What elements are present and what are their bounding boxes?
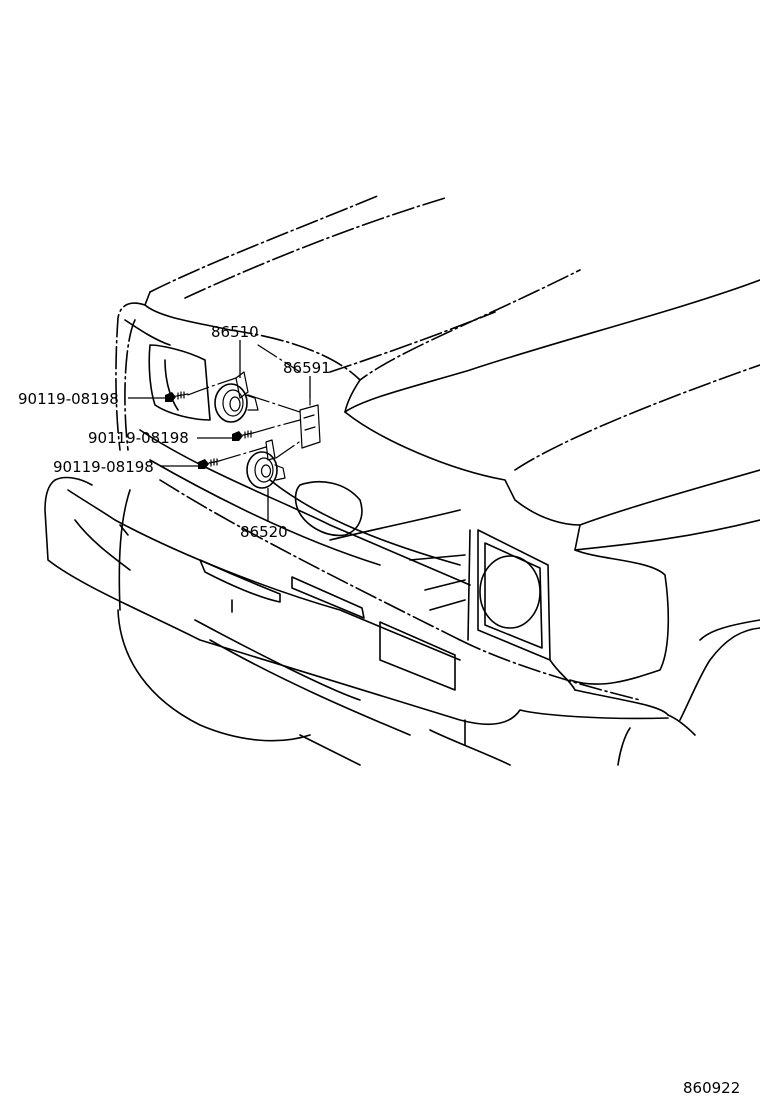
bolt-1-graphic: [165, 391, 189, 402]
horn-high: [214, 371, 259, 423]
label-90119-08198-middle: 90119-08198: [88, 429, 189, 447]
label-86510: 86510: [211, 323, 259, 341]
label-90119-08198-upper: 90119-08198: [18, 390, 119, 408]
part-labels: 86510 86591 90119-08198 90119-08198 9011…: [18, 323, 740, 1097]
label-86520: 86520: [240, 523, 288, 541]
bolt-3-graphic: [198, 458, 220, 469]
bolt-2-graphic: [232, 430, 254, 441]
leader-lines: [128, 340, 311, 522]
horn-low: [246, 439, 286, 489]
assembly-lines: [187, 344, 303, 462]
diagram-code: 860922: [683, 1079, 740, 1097]
label-90119-08198-lower: 90119-08198: [53, 458, 154, 476]
label-86591: 86591: [283, 359, 331, 377]
vehicle-front-outline: [44, 194, 760, 766]
horn-bracket: [299, 397, 321, 449]
